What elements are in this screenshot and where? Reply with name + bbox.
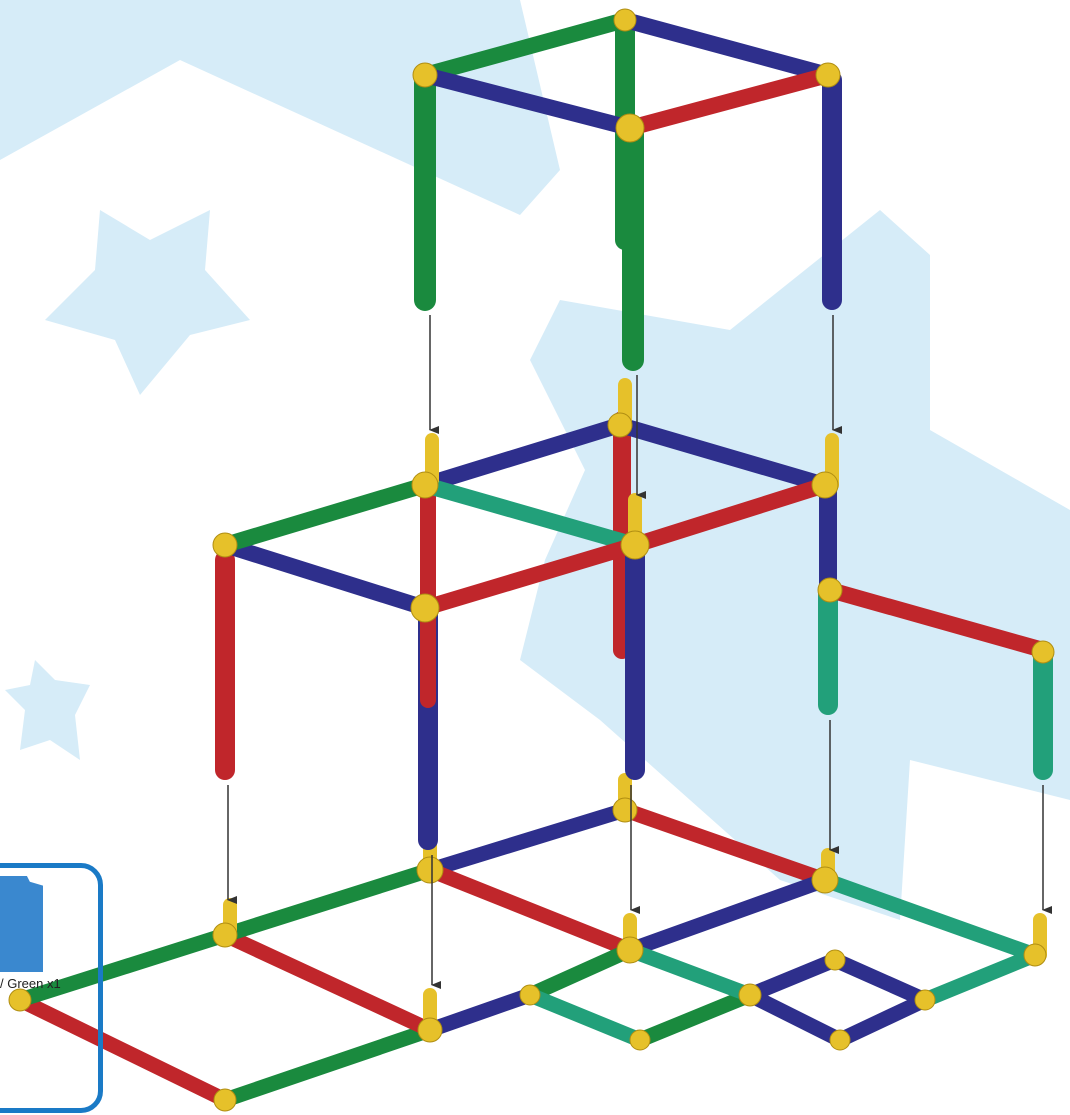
connector (520, 985, 540, 1005)
connector (630, 1030, 650, 1050)
pipe (225, 1030, 430, 1100)
connector (417, 857, 443, 883)
pipe (225, 870, 430, 935)
pipe (840, 1000, 925, 1040)
connector (617, 937, 643, 963)
connector (413, 63, 437, 87)
beam (225, 545, 425, 608)
connector (616, 114, 644, 142)
connector (915, 990, 935, 1010)
pipe (630, 950, 750, 995)
pipe (640, 995, 750, 1040)
background-star-small (5, 660, 90, 760)
connector (214, 1089, 236, 1111)
background-band (0, 0, 560, 215)
pipe (530, 995, 640, 1040)
pipe (430, 870, 630, 950)
beam (625, 20, 828, 75)
connector (614, 9, 636, 31)
connector (613, 798, 637, 822)
background-shapes (0, 0, 1070, 920)
beam (225, 485, 425, 545)
connector (418, 1018, 442, 1042)
legend-part-swatch (0, 876, 43, 972)
connector (608, 413, 632, 437)
connector (1032, 641, 1054, 663)
connector (621, 531, 649, 559)
background-star-large (45, 210, 250, 395)
legend-part-count: / Green x1 (0, 976, 61, 991)
pipe (835, 960, 925, 1000)
connector (825, 950, 845, 970)
connector (818, 578, 842, 602)
pipe (430, 995, 530, 1030)
pipe (630, 880, 825, 950)
beam (630, 75, 828, 128)
connector (812, 472, 838, 498)
connector (411, 594, 439, 622)
connector (816, 63, 840, 87)
connector (812, 867, 838, 893)
pipe (750, 960, 835, 995)
pipe (750, 995, 840, 1040)
pipe (925, 955, 1035, 1000)
connector (830, 1030, 850, 1050)
pipe (530, 950, 630, 995)
connector (213, 533, 237, 557)
connector (412, 472, 438, 498)
connector (213, 923, 237, 947)
pipe (825, 880, 1035, 955)
pipe (225, 935, 430, 1030)
connector (739, 984, 761, 1006)
connector (1024, 944, 1046, 966)
pipe (430, 810, 625, 870)
